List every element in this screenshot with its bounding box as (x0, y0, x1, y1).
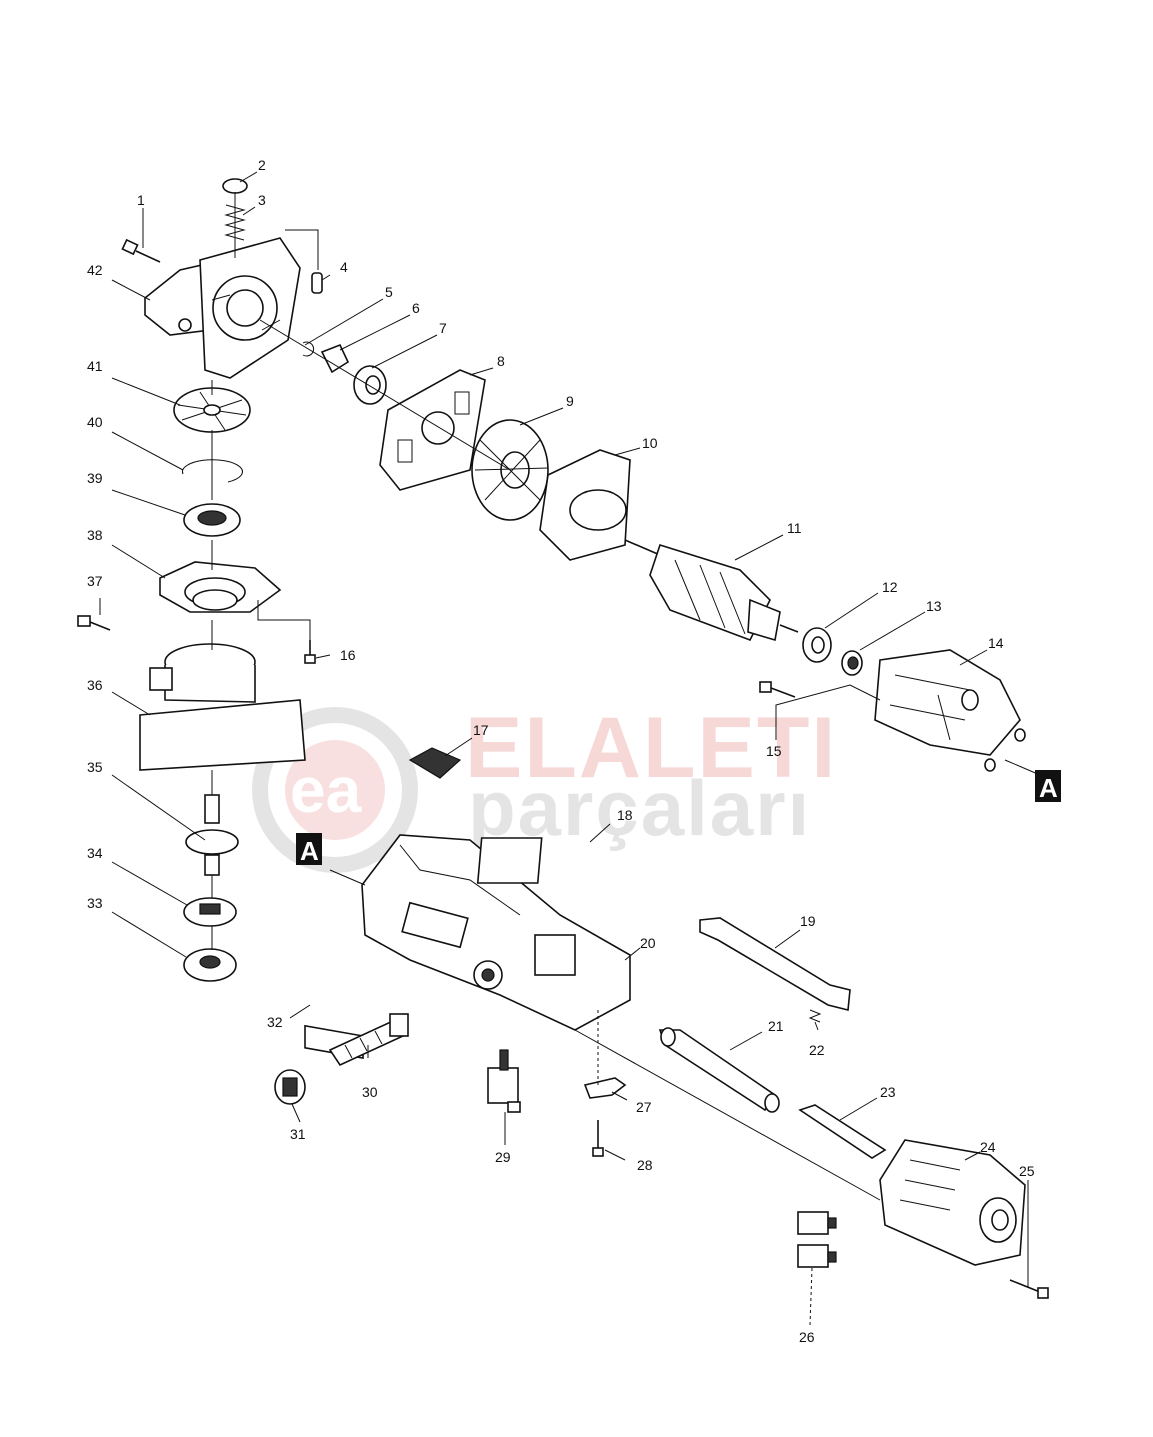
wheel-guard-36 (139, 643, 306, 771)
part-label-40: 40 (87, 414, 103, 430)
bearing-7 (353, 365, 387, 405)
part-label-38: 38 (87, 527, 103, 543)
ring-40 (181, 459, 243, 483)
part-label-22: 22 (809, 1042, 825, 1058)
part-label-16: 16 (340, 647, 356, 663)
part-label-3: 3 (258, 192, 266, 208)
part-label-24: 24 (980, 1139, 996, 1155)
part-number-labels: 1 2 3 4 5 6 7 8 9 10 11 12 13 14 15 16 1… (87, 157, 1035, 1345)
rod-23 (798, 1104, 887, 1159)
armature-11 (624, 539, 799, 642)
part-label-28: 28 (637, 1157, 653, 1173)
rod-21 (658, 1027, 780, 1113)
motor-housing-20 (361, 834, 631, 1031)
rear-cover-24 (879, 1139, 1026, 1266)
switch-29 (487, 1049, 521, 1113)
bevel-gear-41 (173, 387, 251, 433)
spring-22 (808, 1009, 822, 1023)
section-mark-a-left: A (296, 833, 322, 866)
part-label-12: 12 (882, 579, 898, 595)
part-label-6: 6 (412, 300, 420, 316)
section-mark-a-left-label: A (300, 836, 319, 866)
bearing-12 (802, 627, 832, 663)
assembly-axis-lines (211, 192, 881, 1201)
part-label-41: 41 (87, 358, 103, 374)
part-label-26: 26 (799, 1329, 815, 1345)
part-label-9: 9 (566, 393, 574, 409)
screw-16 (304, 640, 316, 664)
screw-28 (592, 1120, 604, 1157)
part-label-11: 11 (787, 520, 802, 536)
part-label-19: 19 (800, 913, 816, 929)
label-18 (476, 837, 543, 884)
part-label-35: 35 (87, 759, 103, 775)
section-mark-a-right-label: A (1039, 773, 1058, 803)
part-label-20: 20 (640, 935, 656, 951)
spindle-35 (185, 794, 239, 876)
switch-lever-19 (699, 917, 851, 1012)
part-label-23: 23 (880, 1084, 896, 1100)
part-label-2: 2 (258, 157, 266, 173)
part-label-25: 25 (1019, 1163, 1035, 1179)
watermark-gear-logo: ea (252, 707, 418, 873)
bearing-39 (183, 503, 241, 537)
part-label-30: 30 (362, 1084, 378, 1100)
inner-flange-34 (183, 897, 237, 927)
part-label-8: 8 (497, 353, 505, 369)
part-label-42: 42 (87, 262, 103, 278)
pin-4 (311, 272, 323, 294)
watermark-logo-text: ea (290, 754, 362, 826)
strain-relief-30 (328, 1013, 409, 1067)
field-14 (874, 649, 1026, 772)
hook-27 (583, 1077, 627, 1099)
bearing-box-38 (159, 561, 282, 613)
part-label-34: 34 (87, 845, 103, 861)
part-label-39: 39 (87, 470, 103, 486)
screw-1 (121, 238, 161, 263)
watermark: ea ELALETI parçaları (252, 700, 837, 873)
part-label-36: 36 (87, 677, 103, 693)
terminal-block-26 (797, 1211, 837, 1268)
screw-25 (1009, 1279, 1049, 1299)
part-label-37: 37 (87, 573, 103, 589)
section-mark-a-right: A (1035, 770, 1061, 803)
part-label-33: 33 (87, 895, 103, 911)
lock-nut-33 (183, 948, 237, 982)
part-label-10: 10 (642, 435, 658, 451)
part-label-15: 15 (766, 743, 782, 759)
cap-2 (222, 178, 248, 194)
gear-housing (144, 237, 301, 379)
part-label-1: 1 (137, 192, 145, 208)
bearing-box-8 (379, 369, 486, 491)
rubber-6 (320, 343, 350, 374)
leader-lines (99, 171, 1041, 1326)
ring-5 (302, 341, 315, 357)
part-label-7: 7 (439, 320, 447, 336)
part-label-13: 13 (926, 598, 942, 614)
part-label-14: 14 (988, 635, 1004, 651)
part-label-4: 4 (340, 259, 348, 275)
brush-cap-31 (274, 1069, 306, 1105)
part-label-21: 21 (768, 1018, 784, 1034)
part-label-5: 5 (385, 284, 393, 300)
part-label-29: 29 (495, 1149, 511, 1165)
screw-15 (759, 681, 796, 698)
plate-17 (408, 747, 462, 779)
part-label-17: 17 (473, 722, 489, 738)
part-label-27: 27 (636, 1099, 652, 1115)
part-label-31: 31 (290, 1126, 306, 1142)
watermark-line1: ELALETI (465, 700, 837, 796)
screw-37 (77, 615, 111, 631)
part-label-32: 32 (267, 1014, 283, 1030)
baffle-plate-10 (539, 449, 631, 561)
ring-13 (841, 650, 863, 676)
part-label-18: 18 (617, 807, 633, 823)
